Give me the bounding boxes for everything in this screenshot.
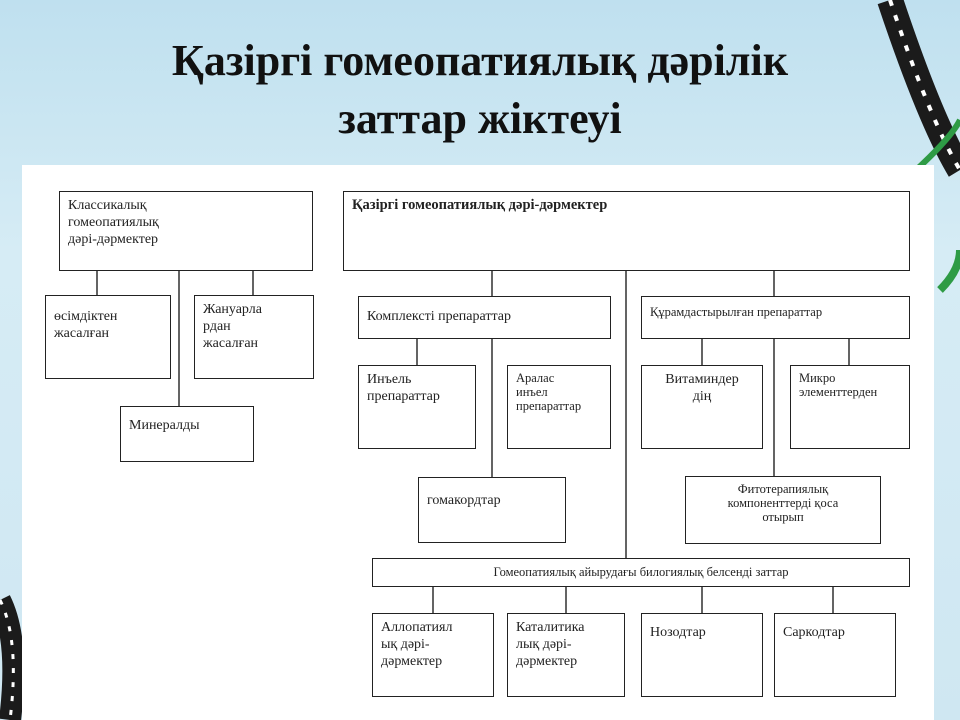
node-text: Құрамдастырылған препараттар bbox=[650, 305, 823, 319]
node-phytotherapy: Фитотерапиялық компоненттерді қоса отыры… bbox=[685, 476, 881, 544]
node-text: лық дәрі- bbox=[516, 637, 572, 652]
node-text: дәрмектер bbox=[516, 654, 578, 669]
node-text: Классикалық bbox=[68, 198, 147, 213]
node-biologically-active: Гомеопатиялық айырудағы билогиялық белсе… bbox=[372, 558, 910, 587]
diagram-panel: Классикалық гомеопатиялық дәрі-дәрмектер… bbox=[22, 165, 934, 720]
node-text: гомеопатиялық bbox=[68, 215, 159, 230]
title-line-2: заттар жіктеуі bbox=[338, 94, 622, 143]
node-text: компоненттерді қоса bbox=[727, 496, 839, 510]
node-text: Гомеопатиялық айырудағы билогиялық белсе… bbox=[493, 565, 789, 579]
node-injection-preparations: Инъель препараттар bbox=[358, 365, 476, 449]
node-text: дәрі-дәрмектер bbox=[68, 232, 159, 247]
node-text: элементтерден bbox=[799, 385, 878, 399]
node-text: жасалған bbox=[203, 336, 259, 351]
node-text: гомакордтар bbox=[427, 493, 501, 508]
node-text: Комплексті препараттар bbox=[367, 309, 511, 324]
node-text: Инъель bbox=[367, 372, 412, 387]
node-text: Жануарла bbox=[203, 302, 262, 317]
node-text: препараттар bbox=[516, 399, 582, 413]
node-plant-based: өсімдіктен жасалған bbox=[45, 295, 171, 379]
node-microelements: Микро элементтерден bbox=[790, 365, 910, 449]
node-text: Аралас bbox=[516, 371, 555, 385]
node-nosodes: Нозодтар bbox=[641, 613, 763, 697]
node-sarcodes: Саркодтар bbox=[774, 613, 896, 697]
node-text: Микро bbox=[799, 371, 836, 385]
node-mineral: Минералды bbox=[120, 406, 254, 462]
node-text: Саркодтар bbox=[783, 625, 845, 640]
node-text: дің bbox=[692, 389, 712, 404]
node-catalytic: Каталитика лық дәрі- дәрмектер bbox=[507, 613, 625, 697]
node-text: препараттар bbox=[367, 389, 440, 404]
node-text: Нозодтар bbox=[650, 625, 706, 640]
node-classic-homeopathic: Классикалық гомеопатиялық дәрі-дәрмектер bbox=[59, 191, 313, 271]
node-text: жасалған bbox=[54, 326, 110, 341]
node-text: Аллопатиял bbox=[381, 620, 453, 635]
page-title: Қазіргі гомеопатиялық дәрілік заттар жік… bbox=[0, 32, 960, 148]
node-homacords: гомакордтар bbox=[418, 477, 566, 543]
node-animal-based: Жануарла рдан жасалған bbox=[194, 295, 314, 379]
node-text: Минералды bbox=[129, 418, 200, 433]
node-text: отырып bbox=[762, 510, 804, 524]
node-text: рдан bbox=[203, 319, 231, 334]
node-text: Каталитика bbox=[516, 620, 585, 635]
node-text: өсімдіктен bbox=[54, 309, 118, 324]
title-line-1: Қазіргі гомеопатиялық дәрілік bbox=[171, 36, 789, 85]
node-text: инъел bbox=[516, 385, 548, 399]
node-vitamins: Витаминдер дің bbox=[641, 365, 763, 449]
connector-lines bbox=[96, 270, 850, 613]
node-text: Витаминдер bbox=[665, 372, 739, 387]
node-text: Фитотерапиялық bbox=[737, 482, 829, 496]
node-text: дәрмектер bbox=[381, 654, 443, 669]
node-complex-preparations: Комплексті препараттар bbox=[358, 296, 611, 339]
node-combined-preparations: Құрамдастырылған препараттар bbox=[641, 296, 910, 339]
node-text: ық дәрі- bbox=[381, 637, 430, 652]
node-text: Қазіргі гомеопатиялық дәрі-дәрмектер bbox=[352, 197, 608, 213]
node-mixed-injection-preparations: Аралас инъел препараттар bbox=[507, 365, 611, 449]
node-allopathic: Аллопатиял ық дәрі- дәрмектер bbox=[372, 613, 494, 697]
node-modern-homeopathic: Қазіргі гомеопатиялық дәрі-дәрмектер bbox=[343, 191, 910, 271]
